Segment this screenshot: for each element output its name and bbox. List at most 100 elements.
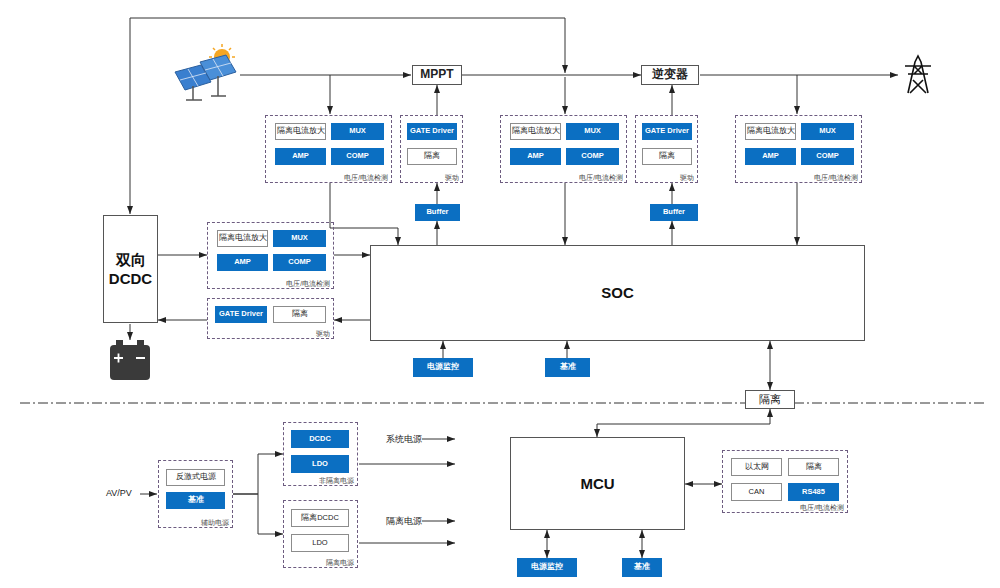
layout-wires [20,18,985,543]
solar-panel-icon [175,44,236,100]
function-block: MUX [273,230,326,247]
signal-label: AV/PV [106,488,132,498]
function-block: 隔离 [273,306,326,323]
node-label: 辅助电源 [201,519,229,526]
battery-body [110,345,150,380]
connector-arrow [547,530,548,558]
node-label: 电压/电流检测 [344,174,388,181]
sense-tap-wire [330,75,331,114]
connector-arrow [672,221,673,245]
function-block: 隔离DCDC [291,509,349,527]
connector-arrow [770,341,771,390]
function-block: AMP [275,148,326,165]
node-label: AMP [527,152,544,161]
node-label: 隔离 [424,152,440,161]
group-frame: 电压/电流检测隔离电流放大MUXAMPCOMP [735,115,862,183]
node-label: GATE Driver [645,127,689,136]
node-label: MCU [580,474,614,494]
group-frame: 非隔离电源DCDCLDO [283,422,358,486]
function-block: 基准 [166,492,225,509]
domain-separator [20,403,985,404]
function-block: 基准 [545,358,590,377]
panel-stand [186,76,226,100]
node-label: 隔离电流放大 [512,127,560,136]
connector-arrow [233,494,283,534]
connector-arrow [672,85,673,115]
node-label: 反激式电源 [176,473,216,482]
function-block: COMP [331,148,384,165]
node-label: 隔离 [659,152,675,161]
connector-arrow [158,255,207,256]
function-block: MUX [331,123,384,140]
node-label: SOC [601,283,634,303]
connector-arrow [233,454,283,494]
node-label: AMP [234,258,251,267]
connector-arrow [462,75,641,76]
function-block: 基准 [622,558,662,577]
node-label: GATE Driver [219,310,263,319]
function-block: RS485 [788,483,839,501]
node-label: 隔离电流放大 [219,234,267,243]
function-block: MUX [801,123,854,140]
node-label: 电源监控 [531,563,563,572]
node-label: MUX [349,127,366,136]
function-block: COMP [801,148,854,165]
tower-bars [905,66,931,93]
function-block: GATE Driver [215,306,267,323]
node-label: 隔离DCDC [301,514,339,523]
node-label: 非隔离电源 [319,477,354,484]
node-label: 以太网 [745,463,769,472]
node-label: AMP [762,152,779,161]
function-block: 隔离电流放大 [275,123,326,140]
connector-arrow [443,341,444,358]
function-block: 隔离 [788,458,839,476]
aux-input-wire [140,494,157,495]
node-label: 逆变器 [652,68,688,82]
function-block: AMP [745,148,796,165]
sense-tap-wire [797,75,798,114]
signal-label: 系统电源 [386,433,422,446]
function-block: 隔离 [642,148,692,165]
node-label: MUX [819,127,836,136]
connector-arrow [672,183,673,204]
power-output-wire [422,439,455,440]
function-block: 以太网 [731,458,782,476]
node-label: 基准 [560,363,576,372]
function-block: GATE Driver [642,123,692,140]
node-label: 隔离 [806,463,822,472]
node-label: 隔离电流放大 [747,127,795,136]
node-label: 电压/电流检测 [800,504,844,511]
node-label: 隔离 [292,310,308,319]
node-label: RS485 [802,488,825,497]
connector-arrow [330,183,398,245]
function-block: LDO [291,534,349,552]
function-block: LDO [291,455,349,473]
node-label: 电源监控 [427,363,459,372]
sense-tap-wire [565,77,566,114]
function-block: AMP [510,148,561,165]
node-label: Buffer [426,208,448,217]
node-label: 隔离电流放大 [277,127,325,136]
node-label: 电压/电流检测 [579,174,623,181]
pv-input-wire [240,75,411,76]
connector-arrow [334,320,370,321]
group-frame: 辅助电源 反激式电源基准 [158,460,233,528]
node-label: MPPT [420,68,453,82]
process-box: 逆变器 [641,65,699,85]
battery-icon [110,340,150,380]
node-label: AMP [292,152,309,161]
connector-arrow [334,255,370,256]
connector-arrow [158,320,207,321]
function-block: 隔离电流放大 [217,230,268,247]
isolation-box: 隔离 [745,390,795,409]
node-label: CAN [749,488,765,497]
group-frame: 驱动GATE Driver隔离 [207,298,334,339]
function-block: MUX [566,123,619,140]
node-label: 隔离 [759,393,781,406]
processor-box: 双向 DCDC [103,215,158,323]
function-block: AMP [217,254,268,271]
node-label: 电压/电流检测 [286,280,330,287]
function-block: Buffer [415,204,460,221]
node-label: 基准 [188,496,204,505]
